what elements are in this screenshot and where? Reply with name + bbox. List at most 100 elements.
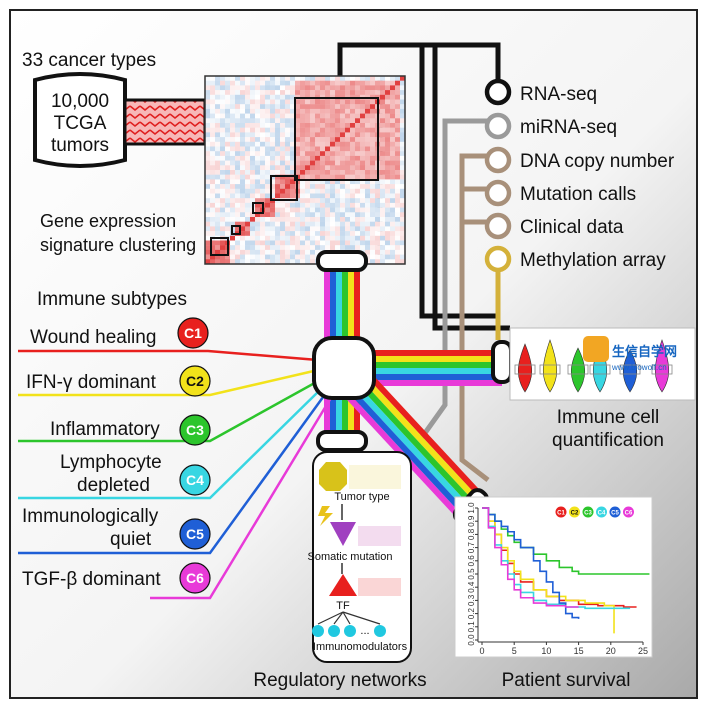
heatmap-cell [290,151,296,157]
heatmap-cell [235,151,241,157]
heatmap-cell [310,188,316,194]
heatmap-cell [210,212,216,218]
heatmap-cell [330,155,336,161]
heatmap-cell [335,165,341,171]
heatmap-cell [325,170,331,175]
heatmap-cell [300,188,306,194]
heatmap-cell [380,254,386,260]
heatmap-cell [400,104,406,110]
heatmap-cell [400,113,406,119]
heatmap-cell [325,118,331,124]
heatmap-cell [340,137,346,142]
heatmap-cell [205,174,211,180]
survival-y-tick-label: 0.8 [467,528,476,540]
heatmap-cell [255,132,261,138]
heatmap-cell [260,184,266,189]
heatmap-cell [210,193,216,199]
heatmap-cell [320,165,326,171]
mutation-band [358,526,401,546]
subtype-line-c6 [150,395,334,600]
heatmap-cell [270,226,276,232]
heatmap-cell [205,249,211,255]
heatmap-cell [210,207,216,213]
heatmap-cell [270,193,276,199]
heatmap-cell [255,174,261,180]
heatmap-cell [280,188,286,194]
heatmap-cell [400,85,406,91]
heatmap-cell [205,193,211,199]
heatmap-cell [210,174,216,180]
heatmap-cell [235,80,241,86]
heatmap-cell [300,249,306,255]
heatmap-cell [380,123,386,128]
heatmap-cell [260,94,266,100]
heatmap-cell [205,99,211,105]
heatmap-cell [235,245,241,251]
heatmap-cell [390,123,396,128]
heatmap-cell [215,188,221,194]
heatmap-cell [235,221,241,227]
heatmap-cell [355,99,361,105]
heatmap-cell [225,90,231,95]
heatmap-cell [385,104,391,110]
heatmap-cell [265,113,271,119]
heatmap-cell [290,113,296,119]
violin-box-c1 [514,364,536,375]
heatmap-cell [235,104,241,110]
heatmap-cell [380,217,386,222]
heatmap-cell [225,104,231,110]
heatmap-cell [290,235,296,241]
heatmap-cell [205,132,211,138]
heatmap-cell [240,207,246,213]
heatmap-cell [305,226,311,232]
heatmap-cell [240,259,246,265]
heatmap-cell [250,123,256,128]
heatmap-cell [360,146,366,152]
heatmap-cell [380,155,386,161]
heatmap-cell [255,184,261,189]
heatmap-cell [260,245,266,251]
heatmap-cell [400,174,406,180]
heatmap-cell [320,160,326,166]
heatmap-cell [365,123,371,128]
heatmap-cell [225,99,231,105]
heatmap-cell [370,184,376,189]
heatmap-cell [220,108,226,114]
heatmap-cell [225,160,231,166]
heatmap-cell [255,104,261,110]
heatmap-cell [215,76,221,81]
heatmap-cell [230,137,236,142]
tf-band [358,578,401,596]
heatmap-cell [390,85,396,91]
heatmap-cell [320,85,326,91]
heatmap-cell [220,254,226,260]
heatmap-cell [280,231,286,236]
heatmap-cell [265,80,271,86]
heatmap-cell [270,141,276,147]
heatmap-cell [295,85,301,91]
heatmap-cell [395,99,401,105]
heatmap-cell [260,104,266,110]
heatmap-cell [385,76,391,81]
heatmap-cell [225,198,231,204]
heatmap-cell [360,118,366,124]
heatmap-cell [250,108,256,114]
heatmap-cell [215,127,221,133]
heatmap-cell [275,245,281,251]
heatmap-cell [360,80,366,86]
copy-number-node [484,146,512,174]
heatmap-cell [215,198,221,204]
heatmap-cell [260,254,266,260]
heatmap-cell [315,141,321,147]
heatmap-cell [310,85,316,91]
heatmap-cell [300,254,306,260]
heatmap-cell [230,90,236,95]
heatmap-cell [285,170,291,175]
heatmap-cell [285,80,291,86]
heatmap-cell [205,94,211,100]
heatmap-cell [255,249,261,255]
heatmap-cell [325,226,331,232]
heatmap-cell [350,202,356,208]
heatmap-cell [370,254,376,260]
heatmap-cell [215,226,221,232]
